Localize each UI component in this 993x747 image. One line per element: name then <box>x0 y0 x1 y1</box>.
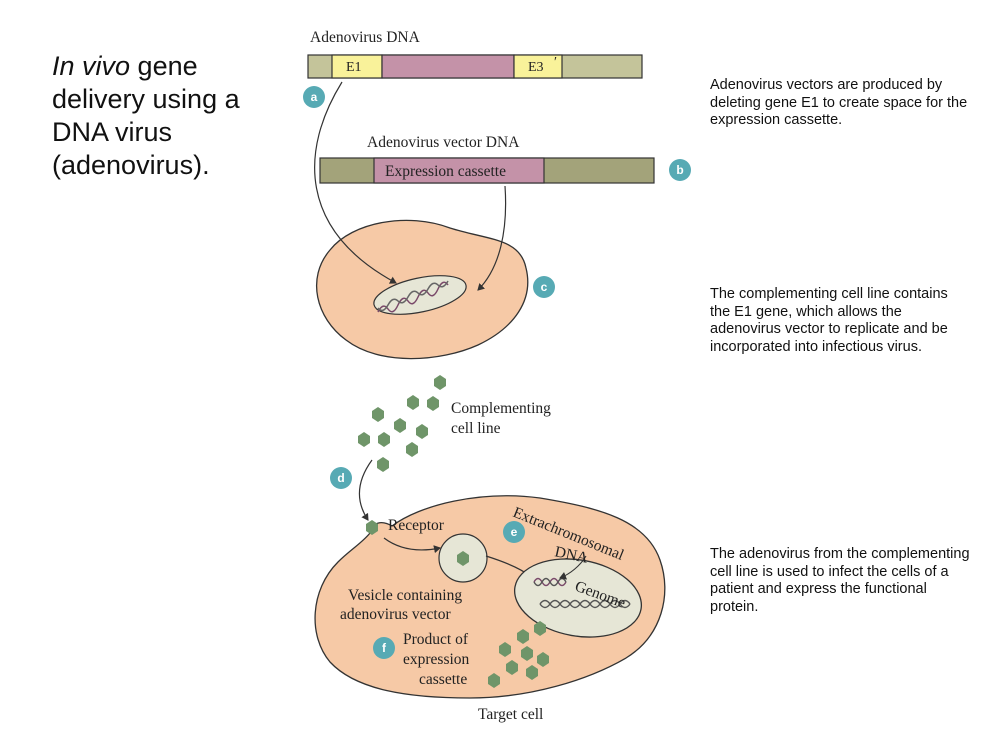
note-vector-production: Adenovirus vectors are produced by delet… <box>710 77 968 128</box>
gene-e1-label: E1 <box>346 60 362 75</box>
step-badge-c: c <box>533 276 555 298</box>
arrow-vector-to-cell <box>477 185 507 291</box>
arrow-virus-to-target <box>358 459 373 521</box>
svg-text:a: a <box>311 90 318 104</box>
svg-text:d: d <box>337 471 344 485</box>
slide-title: In vivo gene delivery using a DNA virus … <box>52 50 262 182</box>
genome-helix <box>539 599 631 609</box>
adenovirus-dna-label: Adenovirus DNA <box>310 29 421 46</box>
product-label-3: cassette <box>419 671 467 688</box>
vesicle-label-1: Vesicle containing <box>348 587 462 604</box>
step-badge-f: f <box>373 637 395 659</box>
receptor-label: Receptor <box>388 517 445 534</box>
arrow-e1-to-cell <box>314 81 397 284</box>
expression-cassette-label: Expression cassette <box>385 163 506 180</box>
note-complementing-cell-line: The complementing cell line contains the… <box>710 286 948 355</box>
virus-particles-released <box>358 375 446 472</box>
complementing-line-label-2: cell line <box>451 420 501 437</box>
gene-e3-label: E3 <box>528 60 544 75</box>
complementing-line-label-1: Complementing <box>451 400 551 417</box>
product-label-2: expression <box>403 651 470 668</box>
target-cell-label: Target cell <box>478 706 543 723</box>
note-target-infection: The adenovirus from the complementing ce… <box>710 546 970 615</box>
title-italic: In vivo <box>52 51 131 81</box>
step-badge-d: d <box>330 467 352 489</box>
step-badge-b: b <box>669 159 691 181</box>
adenovirus-dna-bar <box>307 54 643 79</box>
replicating-dna-helix <box>377 280 449 313</box>
step-badge-a: a <box>303 86 325 108</box>
product-label-1: Product of <box>403 631 469 648</box>
virus-in-vesicle <box>457 551 469 566</box>
gene-e3-mark: ′ <box>554 55 557 70</box>
virus-at-receptor <box>366 520 378 535</box>
arrow-extrachromosomal-pointer <box>559 555 587 580</box>
arrow-receptor-to-vesicle <box>383 537 441 554</box>
dna-label: DNA <box>553 543 590 567</box>
vector-dna-label: Adenovirus vector DNA <box>367 134 520 151</box>
svg-text:f: f <box>382 641 387 655</box>
svg-text:e: e <box>511 525 518 539</box>
svg-text:b: b <box>676 163 683 177</box>
title-rest: gene delivery using a DNA virus (adenovi… <box>52 51 240 180</box>
svg-text:c: c <box>541 280 548 294</box>
expressed-protein-particles <box>488 621 549 688</box>
target-cell <box>314 495 666 699</box>
vesicle-label-2: adenovirus vector <box>340 606 451 623</box>
step-badge-e: e <box>503 521 525 543</box>
vector-dna-bar <box>319 157 655 184</box>
